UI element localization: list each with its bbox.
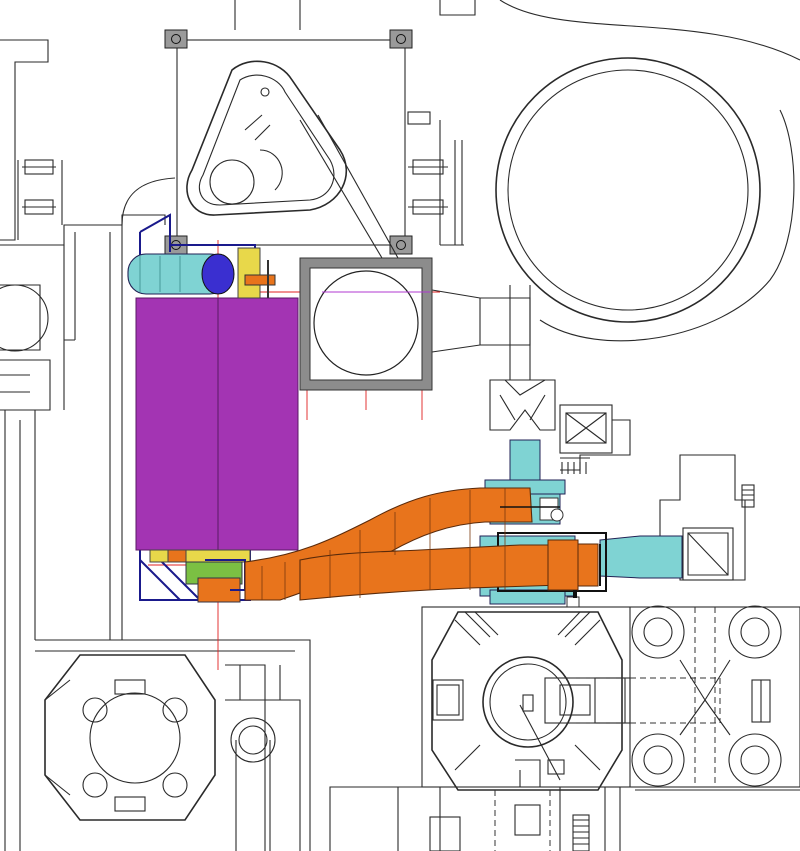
square-frame	[299, 257, 433, 391]
lever-mechanism	[186, 60, 399, 259]
junction-details	[500, 506, 580, 608]
corner-bolts	[164, 29, 413, 255]
bottom-bracket	[149, 549, 251, 603]
orange-duct	[244, 487, 601, 601]
magenta-module	[135, 297, 299, 551]
cyan-cylinder	[127, 247, 276, 299]
